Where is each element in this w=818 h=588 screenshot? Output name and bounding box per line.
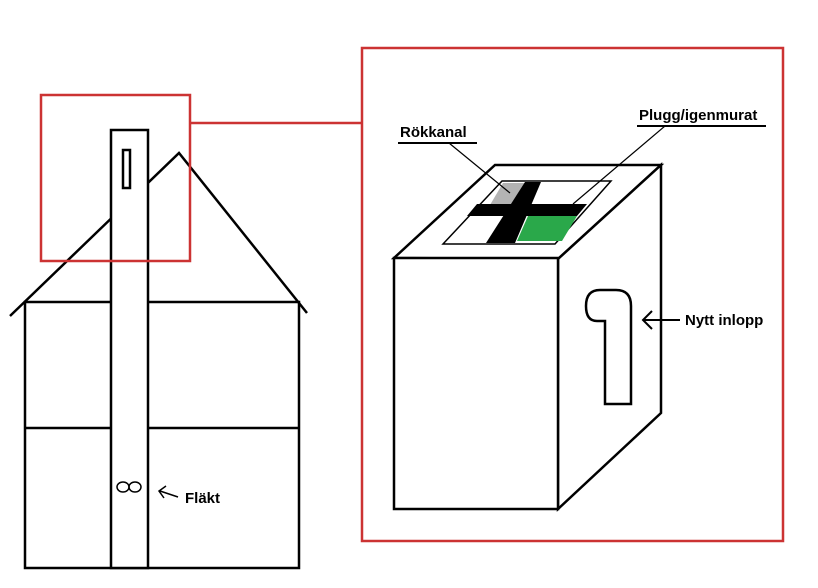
label-underlines	[398, 125, 766, 144]
plugg-compartment	[517, 216, 577, 241]
flue-divider-vertical	[486, 182, 541, 243]
chimney-slot	[121, 148, 132, 190]
chimney-front-face	[392, 256, 560, 511]
fan-icon	[116, 481, 142, 493]
pointer-lines	[448, 125, 666, 205]
house	[9, 128, 308, 570]
flue-opening	[441, 180, 613, 245]
zoom-detail-box	[360, 46, 785, 543]
house-roof	[9, 151, 308, 317]
inlet-arrow-icon	[641, 310, 680, 330]
fan-arrow-icon	[157, 485, 179, 499]
label-flakt: Fläkt	[185, 490, 220, 507]
nytt-inlopp-pipe	[584, 288, 633, 406]
label-nytt-inlopp: Nytt inlopp	[685, 312, 763, 329]
label-rokkanal: Rökkanal	[400, 124, 467, 141]
plugg-pointer	[572, 125, 666, 205]
rokkanal-pointer	[448, 142, 511, 194]
house-body	[23, 300, 301, 570]
zoom-highlight-box	[39, 93, 192, 263]
label-plugg: Plugg/igenmurat	[639, 107, 757, 124]
chimney	[109, 128, 150, 570]
